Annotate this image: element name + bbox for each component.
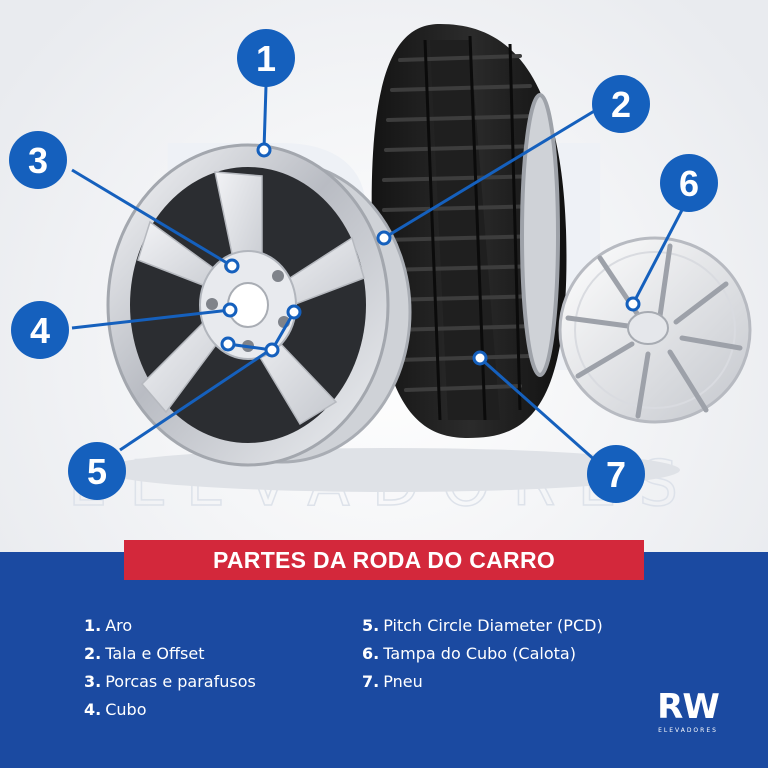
svg-text:6: 6 — [679, 163, 699, 204]
svg-text:5: 5 — [87, 451, 107, 492]
logo-subtitle: ELEVADORES — [658, 727, 718, 734]
logo-mark: RW — [657, 687, 720, 727]
page-title: PARTES DA RODA DO CARRO — [124, 540, 644, 580]
callout-7: 7 — [587, 445, 645, 503]
legend-list-right: 5.Pitch Circle Diameter (PCD) 6.Tampa do… — [362, 612, 603, 696]
brand-logo: RW ELEVADORES — [646, 688, 730, 748]
leader-lines — [71, 85, 684, 472]
legend-item: 3.Porcas e parafusos — [84, 672, 256, 691]
callout-4: 4 — [11, 301, 69, 359]
legend-panel — [0, 552, 768, 768]
tire-illustration — [371, 24, 567, 438]
callout-2: 2 — [592, 75, 650, 133]
callout-5: 5 — [68, 442, 126, 500]
legend-item: 2.Tala e Offset — [84, 644, 205, 663]
hubcap-illustration — [558, 236, 752, 424]
legend-item: 6.Tampa do Cubo (Calota) — [362, 644, 576, 663]
leader-dots — [220, 142, 641, 366]
legend-item: 4.Cubo — [84, 700, 147, 719]
legend-item: 1.Aro — [84, 616, 133, 635]
callout-6: 6 — [660, 154, 718, 212]
legend-item: 5.Pitch Circle Diameter (PCD) — [362, 616, 603, 635]
callout-1: 1 — [237, 29, 295, 87]
svg-text:2: 2 — [611, 84, 631, 125]
legend-item: 7.Pneu — [362, 672, 423, 691]
svg-text:7: 7 — [606, 454, 626, 495]
callout-3: 3 — [9, 131, 67, 189]
legend-list-left: 1.Aro 2.Tala e Offset 3.Porcas e parafus… — [84, 612, 256, 724]
svg-text:4: 4 — [30, 310, 50, 351]
rim-illustration — [106, 143, 412, 467]
svg-text:3: 3 — [28, 140, 48, 181]
svg-text:1: 1 — [256, 38, 276, 79]
